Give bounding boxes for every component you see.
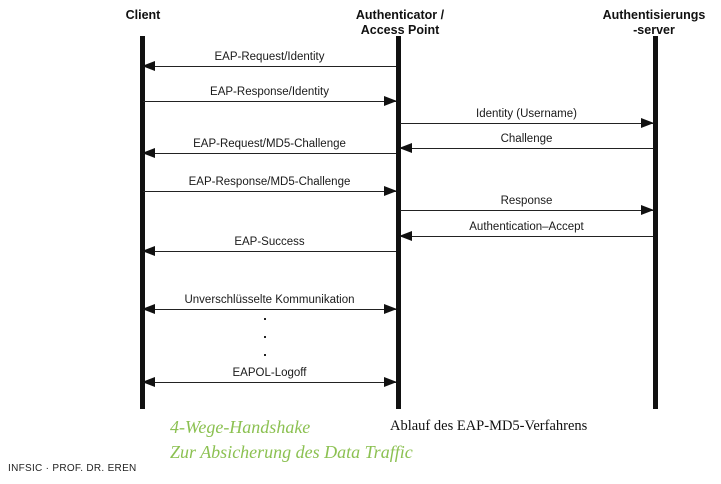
ellipsis-dots: [255, 318, 275, 372]
message-label: EAP-Request/MD5-Challenge: [193, 138, 346, 150]
message-eap-response-md5-challenge: EAP-Response/MD5-Challenge: [143, 172, 397, 196]
arrowhead-left-icon: [142, 377, 155, 387]
message-line: [143, 101, 396, 102]
message-challenge: Challenge: [399, 129, 653, 153]
message-label: Challenge: [500, 133, 553, 145]
lifeline-authenticator: [396, 36, 401, 409]
message-line: [143, 191, 396, 192]
message-label: EAP-Response/Identity: [210, 86, 329, 98]
arrowhead-right-icon: [641, 205, 654, 215]
message-label: EAPOL-Logoff: [232, 367, 307, 379]
participant-header-authenticator: Authenticator / Access Point: [355, 8, 445, 37]
lifeline-client: [140, 36, 145, 409]
message-label: Unverschlüsselte Kommunikation: [184, 294, 355, 306]
message-label: Identity (Username): [476, 108, 577, 120]
message-line: [143, 153, 396, 154]
arrowhead-right-icon: [384, 377, 397, 387]
arrowhead-left-icon: [399, 143, 412, 153]
message-unverschluesselte-kommunikation: Unverschlüsselte Kommunikation: [142, 290, 397, 314]
message-label: EAP-Response/MD5-Challenge: [188, 176, 351, 188]
message-label: EAP-Request/Identity: [214, 51, 325, 63]
arrowhead-right-icon: [384, 304, 397, 314]
message-line: [400, 210, 653, 211]
ellipsis-dot: [264, 354, 266, 356]
message-authentication-accept: Authentication–Accept: [399, 217, 653, 241]
participant-header-client: Client: [125, 8, 161, 22]
arrowhead-left-icon: [142, 304, 155, 314]
message-line: [143, 309, 396, 310]
message-label: Authentication–Accept: [469, 221, 584, 233]
message-eap-success: EAP-Success: [142, 232, 396, 256]
arrowhead-right-icon: [384, 96, 397, 106]
message-identity-username: Identity (Username): [400, 104, 654, 128]
message-line: [400, 148, 653, 149]
arrowhead-right-icon: [641, 118, 654, 128]
message-line: [400, 236, 653, 237]
message-line: [143, 382, 396, 383]
arrowhead-left-icon: [142, 246, 155, 256]
arrowhead-right-icon: [384, 186, 397, 196]
diagram-caption: Ablauf des EAP-MD5-Verfahrens: [390, 418, 588, 434]
message-label: Response: [500, 195, 553, 207]
message-line: [400, 123, 653, 124]
arrowhead-left-icon: [142, 61, 155, 71]
message-response: Response: [400, 191, 654, 215]
ellipsis-dot: [264, 336, 266, 338]
lifeline-server: [653, 36, 658, 409]
message-eapol-logoff: EAPOL-Logoff: [142, 363, 397, 387]
participant-header-server: Authentisierungs -server: [602, 8, 706, 37]
message-eap-request-md5-challenge: EAP-Request/MD5-Challenge: [142, 134, 396, 158]
slide-footer: INFSIC · PROF. DR. EREN: [8, 463, 137, 474]
arrowhead-left-icon: [399, 231, 412, 241]
message-label: EAP-Success: [234, 236, 305, 248]
ellipsis-dot: [264, 318, 266, 320]
message-eap-request-identity: EAP-Request/Identity: [142, 47, 396, 71]
message-eap-response-identity: EAP-Response/Identity: [143, 82, 397, 106]
message-line: [143, 251, 396, 252]
annotation-green-note: 4-Wege-Handshake Zur Absicherung des Dat…: [170, 417, 413, 462]
arrowhead-left-icon: [142, 148, 155, 158]
message-line: [143, 66, 396, 67]
